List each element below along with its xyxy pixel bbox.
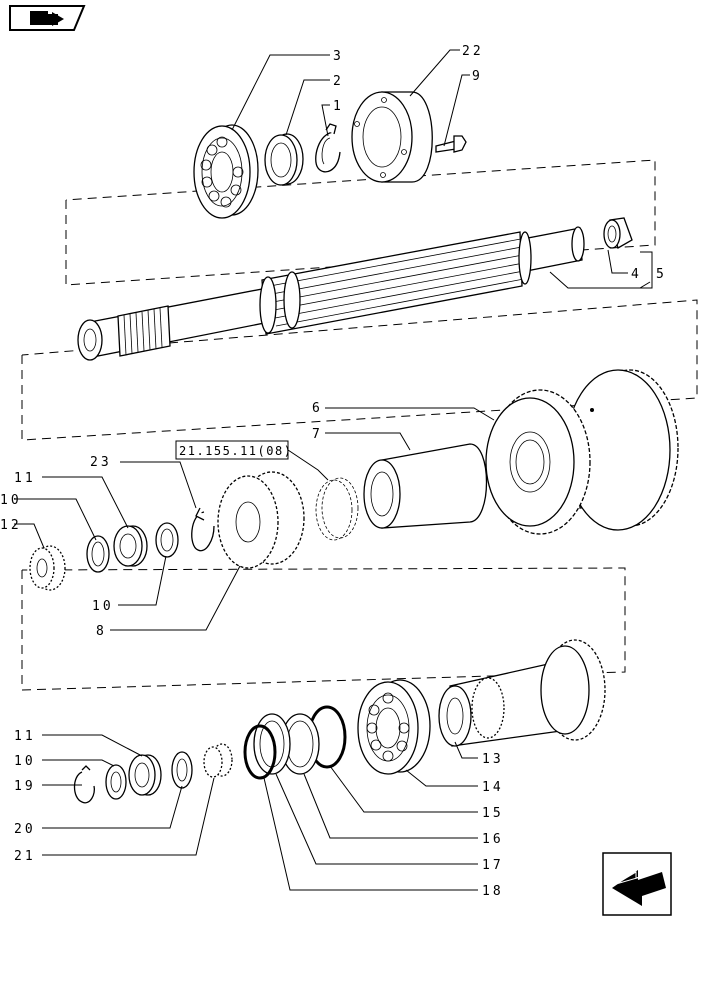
callout-22: 22 bbox=[462, 44, 484, 59]
housing-22 bbox=[351, 91, 433, 183]
reference-label[interactable]: 21.155.11(08) bbox=[175, 440, 292, 460]
reference-ring bbox=[315, 477, 359, 541]
ring-20 bbox=[171, 751, 193, 789]
callout-7: 7 bbox=[312, 427, 323, 442]
ring-17 bbox=[253, 713, 291, 775]
book-page-icon[interactable] bbox=[9, 5, 86, 31]
callout-numbers: 3 2 1 22 9 4 5 6 7 23 11 10 12 10 8 13 1… bbox=[0, 44, 667, 899]
group-outline-output bbox=[21, 567, 626, 691]
callout-2: 2 bbox=[333, 74, 344, 89]
group-outline-gears bbox=[21, 299, 698, 441]
ring-2 bbox=[264, 133, 304, 186]
callout-11-lower: 11 bbox=[14, 729, 36, 744]
callout-5: 5 bbox=[656, 267, 667, 282]
callout-10-upper: 10 bbox=[0, 493, 22, 508]
gear-6 bbox=[485, 369, 679, 535]
sleeve-7 bbox=[363, 443, 488, 529]
snap-ring-19 bbox=[73, 765, 96, 804]
callout-14: 14 bbox=[482, 780, 504, 795]
ring-10-left bbox=[86, 535, 110, 573]
ring-16 bbox=[280, 713, 320, 775]
callout-23: 23 bbox=[90, 455, 112, 470]
callout-17: 17 bbox=[482, 858, 504, 873]
group-outline-mainshaft bbox=[65, 159, 656, 286]
callout-15: 15 bbox=[482, 806, 504, 821]
callout-13: 13 bbox=[482, 752, 504, 767]
main-shaft bbox=[77, 226, 585, 361]
bearing-3 bbox=[193, 124, 259, 219]
callout-4: 4 bbox=[631, 267, 642, 282]
snap-ring-23 bbox=[191, 507, 215, 552]
back-arrow-icon[interactable] bbox=[602, 852, 672, 916]
callout-18: 18 bbox=[482, 884, 504, 899]
callout-1: 1 bbox=[333, 99, 344, 114]
oring-18 bbox=[243, 724, 277, 780]
gear-12 bbox=[29, 545, 66, 591]
output-shaft-13 bbox=[438, 639, 606, 747]
callout-6: 6 bbox=[312, 401, 323, 416]
callout-21: 21 bbox=[14, 849, 36, 864]
ring-10-lower bbox=[105, 764, 127, 800]
callout-19: 19 bbox=[14, 779, 36, 794]
bearing-11-upper bbox=[113, 525, 148, 567]
callout-16: 16 bbox=[482, 832, 504, 847]
callout-11-upper: 11 bbox=[14, 471, 36, 486]
snap-ring-1 bbox=[315, 123, 341, 173]
bolt-9 bbox=[435, 135, 467, 153]
bearing-11-lower bbox=[128, 754, 162, 796]
callout-10-lower: 10 bbox=[14, 754, 36, 769]
callout-10-middle: 10 bbox=[92, 599, 114, 614]
sleeve-4 bbox=[603, 217, 633, 249]
callout-9: 9 bbox=[472, 69, 483, 84]
reference-label-text: 21.155.11(08) bbox=[179, 444, 292, 458]
gear-8 bbox=[217, 471, 305, 569]
callout-12: 12 bbox=[0, 518, 22, 533]
bearing-14 bbox=[357, 679, 431, 775]
leader-lines bbox=[14, 49, 653, 891]
ring-10-upper bbox=[155, 522, 179, 558]
callout-3: 3 bbox=[333, 49, 344, 64]
callout-20: 20 bbox=[14, 822, 36, 837]
gear-21 bbox=[203, 743, 233, 778]
callout-8: 8 bbox=[96, 624, 107, 639]
